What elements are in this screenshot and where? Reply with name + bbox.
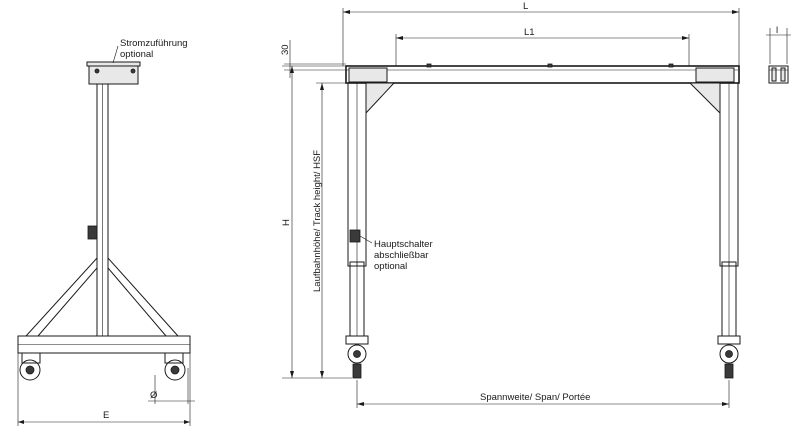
side-bolt-right: [130, 68, 136, 74]
front-foot-right: [717, 335, 741, 345]
power-supply-label-2: optional: [120, 49, 153, 60]
front-end-plate-right: [695, 67, 735, 83]
side-top-plate-cap: [86, 61, 141, 67]
main-switch-box: [349, 229, 361, 243]
dim-height-H: H: [281, 219, 292, 226]
front-top-beam: [345, 65, 740, 84]
front-end-plate-left: [348, 67, 388, 83]
dim-profile-l: l: [776, 25, 778, 36]
power-supply-label-1: Stromzuführung: [120, 38, 188, 49]
front-view: L L1 30: [280, 1, 741, 408]
side-brace-left: [24, 256, 98, 337]
dim-track-height: Laufbahnhöhe/ Track height/ HSF: [312, 150, 323, 292]
side-castor-right: [164, 352, 186, 381]
profile-section: [768, 65, 789, 84]
side-switch-box: [87, 225, 98, 240]
side-top-plate: [88, 63, 139, 85]
main-switch-label-3: optional: [374, 261, 407, 272]
side-brace-right: [107, 256, 180, 337]
dim-span: Spannweite/ Span/ Portée: [480, 392, 590, 403]
front-gusset-left: [365, 82, 396, 115]
profile-detail: l: [766, 25, 791, 84]
side-castor-left: [19, 352, 41, 381]
side-bolt-left: [94, 68, 100, 74]
main-switch-label-1: Hauptschalter: [374, 239, 433, 250]
main-switch-label-2: abschließbar: [374, 250, 428, 261]
side-view: Stromzuführung optional Ø E: [17, 38, 195, 426]
dim-wheel-diameter: Ø: [150, 390, 158, 401]
front-gusset-right: [688, 82, 721, 115]
front-foot-left: [345, 335, 369, 345]
dim-width-E: E: [103, 410, 109, 421]
dim-length-L1: L1: [524, 27, 535, 38]
dim-length-L: L: [523, 1, 528, 12]
dim-beam-30: 30: [280, 44, 291, 55]
